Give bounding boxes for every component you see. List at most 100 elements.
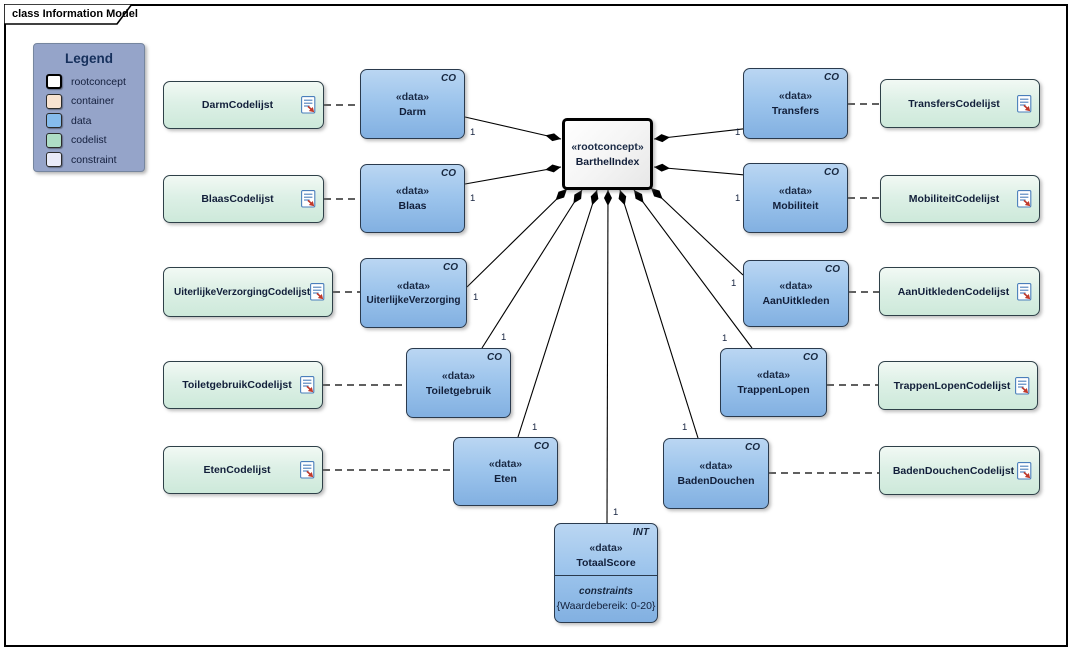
class-name: TrappenLopen (737, 384, 810, 396)
rootconcept-name: BarthelIndex (575, 155, 640, 168)
rootconcept-stereotype: «rootconcept» (571, 140, 644, 153)
data-class-blaas[interactable]: CO «data» Blaas (360, 164, 465, 233)
class-name: AanUitkleden (762, 295, 830, 307)
codelist-trappenlopencodelijst[interactable]: TrappenLopenCodelijst (878, 361, 1038, 410)
stereotype: «data» (589, 542, 623, 554)
legend-label: data (71, 114, 92, 127)
document-icon (300, 461, 315, 479)
codelist-name: MobiliteitCodelijst (908, 193, 1000, 205)
codelist-uiterlijkeverzorgingcodelijst[interactable]: UiterlijkeVerzorgingCodelijst (163, 267, 333, 317)
data-class-transfers[interactable]: CO «data» Transfers (743, 68, 848, 139)
class-name: TotaalScore (576, 557, 636, 569)
stereotype: «data» (441, 369, 476, 382)
type-label: CO (441, 168, 456, 179)
document-icon (1015, 376, 1030, 395)
legend-label: container (71, 95, 115, 108)
stereotype: «data» (779, 280, 813, 292)
data-class-toiletgebruik[interactable]: CO «data» Toiletgebruik (406, 348, 511, 418)
legend-title: Legend (64, 51, 113, 66)
data-class-aanuitkleden[interactable]: CO «data» AanUitkleden (743, 260, 849, 327)
legend-panel: Legend rootconcept container data codeli… (33, 43, 145, 172)
codelist-transferscodelijst[interactable]: TransfersCodelijst (880, 79, 1040, 128)
rootconcept-barthelindex[interactable]: «rootconcept» BarthelIndex (562, 118, 653, 190)
codelist-name: ToiletgebruikCodelijst (182, 379, 292, 391)
document-icon (1017, 94, 1032, 113)
codelist-name: TrappenLopenCodelijst (893, 379, 1011, 392)
diagram-frame (4, 4, 1068, 647)
data-class-badendouchen[interactable]: CO «data» BadenDouchen (663, 438, 769, 509)
type-label: CO (824, 167, 839, 178)
legend-item-constraint: constraint (34, 150, 144, 170)
class-name: BadenDouchen (677, 475, 755, 487)
stereotype: «data» (488, 458, 523, 470)
type-label: CO (803, 352, 818, 363)
class-name: Transfers (771, 105, 820, 117)
legend-item-data: data (34, 111, 144, 131)
data-class-darm[interactable]: CO «data» Darm (360, 69, 465, 139)
codelist-swatch (46, 132, 62, 148)
codelist-etencodelijst[interactable]: EtenCodelijst (163, 446, 323, 494)
constraint-value: {Waardebereik: 0-20} (556, 600, 656, 612)
codelist-name: TransfersCodelijst (908, 97, 1000, 110)
data-class-eten[interactable]: CO «data» Eten (453, 437, 558, 506)
stereotype: «data» (395, 185, 430, 197)
codelist-darmcodelijst[interactable]: DarmCodelijst (163, 81, 324, 129)
legend-item-container: container (34, 92, 144, 112)
codelist-badendouchencodelijst[interactable]: BadenDouchenCodelijst (879, 446, 1040, 495)
class-name: Eten (494, 473, 517, 485)
class-name: UiterlijkeVerzorging (366, 295, 461, 306)
codelist-mobiliteitcodelijst[interactable]: MobiliteitCodelijst (880, 175, 1040, 223)
legend-label: rootconcept (71, 75, 126, 88)
codelist-name: EtenCodelijst (203, 464, 271, 476)
constraints-label: constraints (579, 586, 633, 597)
document-icon (300, 376, 315, 394)
frame-tab (4, 4, 133, 25)
codelist-name: DarmCodelijst (201, 99, 274, 111)
constraints-compartment: constraints {Waardebereik: 0-20} (555, 575, 657, 622)
type-label: CO (443, 262, 458, 273)
type-label: CO (534, 441, 549, 452)
class-name: Blaas (398, 200, 427, 212)
document-icon (310, 283, 325, 301)
document-icon (301, 96, 316, 114)
diagram-title: class Information Model (12, 8, 138, 20)
type-label: CO (824, 72, 839, 83)
type-label: CO (487, 352, 502, 363)
legend-item-rootconcept: rootconcept (34, 72, 144, 92)
document-icon (1017, 190, 1032, 208)
container-swatch (46, 93, 62, 109)
codelist-aanuitkledencodelijst[interactable]: AanUitkledenCodelijst (879, 267, 1040, 316)
legend-label: constraint (71, 153, 117, 166)
stereotype: «data» (778, 184, 813, 197)
class-name: Toiletgebruik (425, 384, 492, 397)
data-swatch (46, 113, 62, 129)
codelist-blaascodelijst[interactable]: BlaasCodelijst (163, 175, 324, 223)
document-icon (1017, 461, 1032, 480)
type-label: CO (825, 264, 840, 275)
codelist-name: UiterlijkeVerzorgingCodelijst (174, 286, 311, 298)
stereotype: «data» (396, 280, 431, 292)
data-class-mobiliteit[interactable]: CO «data» Mobiliteit (743, 163, 848, 233)
codelist-name: BadenDouchenCodelijst (892, 464, 1015, 477)
document-icon (1017, 282, 1032, 301)
codelist-toiletgebruikcodelijst[interactable]: ToiletgebruikCodelijst (163, 361, 323, 409)
codelist-name: AanUitkledenCodelijst (897, 285, 1010, 298)
codelist-name: BlaasCodelijst (201, 193, 274, 205)
legend-label: codelist (71, 134, 107, 147)
document-icon (301, 190, 316, 208)
stereotype: «data» (395, 90, 430, 103)
stereotype: «data» (778, 90, 813, 102)
data-class-trappenlopen[interactable]: CO «data» TrappenLopen (720, 348, 827, 417)
stereotype: «data» (756, 369, 791, 381)
legend-item-codelist: codelist (34, 131, 144, 151)
class-name: Mobiliteit (772, 199, 819, 212)
data-class-uiterlijkeverzorging[interactable]: CO «data» UiterlijkeVerzorging (360, 258, 467, 328)
class-name: Darm (399, 105, 426, 118)
type-label: CO (745, 442, 760, 453)
type-label: CO (441, 73, 456, 84)
type-label: INT (632, 527, 649, 538)
stereotype: «data» (699, 460, 733, 472)
rootconcept-swatch (46, 74, 62, 90)
data-class-totaalscore[interactable]: INT «data» TotaalScore constraints {Waar… (554, 523, 658, 623)
